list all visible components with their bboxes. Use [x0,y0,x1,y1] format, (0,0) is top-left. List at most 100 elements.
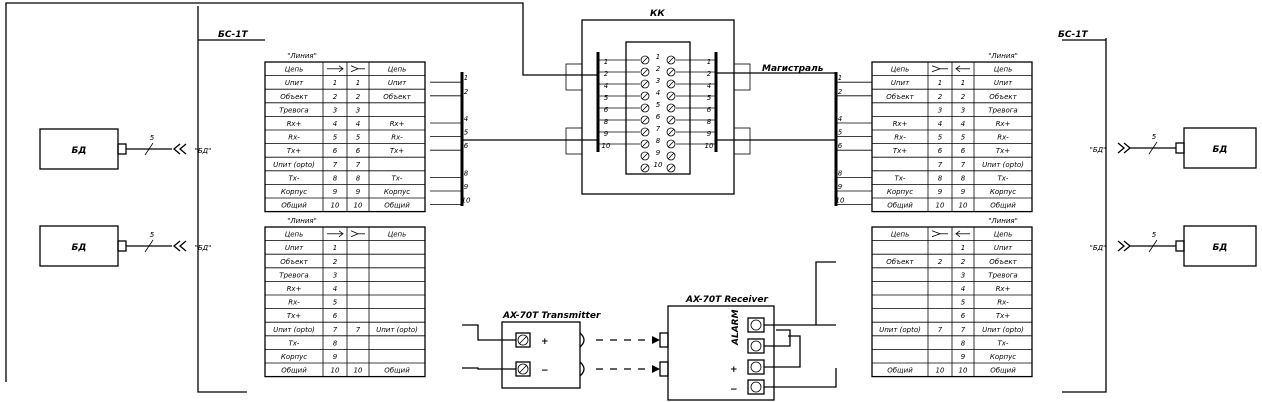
alarm-label: ALARM [731,309,741,346]
table-top-left-cell: Объект [383,93,411,101]
bus-label-left: 8 [464,169,469,177]
table-top-right-cell: Rx+ [996,120,1011,128]
table-top-right-cell: 8 [961,174,966,182]
kk-right-num: 4 [707,82,711,90]
table-top-left-cell: Общий [281,202,307,210]
kk-terminal-mark [641,56,649,64]
table-top-right-cell: 1 [938,79,942,87]
table-bottom-right-cell: Объект [989,258,1017,266]
table-top-right-cell: Общий [990,202,1016,210]
kk-terminal-icon [640,115,650,125]
table-bottom-left-cell: Корпус [281,353,307,361]
table-top-right-cell: Общий [887,202,913,210]
table-bottom-right-cell: 10 [936,367,945,375]
table-bottom-left-cell: 7 [333,326,338,334]
kk-terminal-icon [666,151,676,161]
bd-box-label: БД [1213,145,1228,155]
table-top-left-cell: Rx+ [390,120,405,128]
table-bottom-left-cell: 9 [333,353,338,361]
table-top-left-cell: Tx+ [287,147,301,155]
kk-left-num: 4 [604,82,608,90]
table-bottom-right-arrow-icon [955,230,961,238]
table-bottom-left-cell: 10 [354,367,363,375]
table-bottom-left-cell: Uпит (opto) [376,326,418,334]
rx-minus: − [730,385,738,395]
kk-terminal-mark [641,80,649,88]
kk-terminal-mark [641,140,649,148]
bd-cable-count: 5 [1152,133,1157,141]
kk-terminal-mark [641,128,649,136]
table-bottom-right-cell: Uпит [994,244,1013,252]
chevron-left-icon [178,143,187,155]
table-top-left-cell: Корпус [281,188,307,196]
bus-label-right: 2 [838,88,843,96]
kk-mid-num: 6 [656,113,661,121]
table-bottom-right-cell: Корпус [990,353,1016,361]
table-top-left-frame [264,61,426,213]
table-top-right-header-cell: Цепь [891,66,909,74]
kk-terminal-mark [667,104,675,112]
table-bottom-right-cell: 2 [961,258,966,266]
transmitter-title: AX-70T Transmitter [502,311,601,321]
kk-terminal-mark [641,164,649,172]
kk-terminal-icon [666,67,676,77]
kk-terminal-mark [641,104,649,112]
table-top-left-cell: Rx- [391,134,403,142]
kk-terminal-icon [640,55,650,65]
kk-terminal-icon [640,151,650,161]
table-bottom-left-liniya-label: "Линия" [287,217,317,225]
table-bottom-right-header-cell: Цепь [994,231,1012,239]
table-bottom-left-cell: Uпит (opto) [273,326,315,334]
bus-label-right: 4 [838,115,842,123]
table-top-left-cell: 6 [356,147,361,155]
table-top-right-liniya-label: "Линия" [988,52,1018,60]
table-top-left-cell: 2 [333,93,338,101]
table-top-left-cell: 6 [333,147,338,155]
table-top-right-cell: 4 [961,120,965,128]
table-top-left-cell: 4 [356,120,360,128]
table-top-right-cell: 8 [938,174,943,182]
bd-box-label: БД [72,146,87,156]
kk-title: КК [650,9,665,19]
table-top-right-cell: Rx+ [893,120,908,128]
bd-cable-mark [144,239,154,253]
table-top-left-cell: Общий [384,202,410,210]
table-top-right-cell: Объект [989,93,1017,101]
bd-plug-icon [117,143,127,155]
table-top-right-cell: Tx- [895,174,906,182]
ax70t-receiver: AX-70T Receiver ALARM + − [659,295,775,401]
chevron-right-icon [1123,142,1132,154]
bus-label-left: 6 [464,142,469,150]
table-top-right-cell: 5 [938,134,943,142]
table-top-left-cell: 2 [356,93,361,101]
bd-cable-count: 5 [1152,231,1157,239]
kk-mid-num: 8 [656,137,661,145]
kk-terminal-icon [666,55,676,65]
bus-label-left: 4 [464,115,468,123]
kk-terminal-icon [640,139,650,149]
table-bottom-left-cell: Uпит [285,244,304,252]
kk-mid-num: 1 [656,53,660,61]
table-top-right-cell: Корпус [887,188,913,196]
kk-mid-num: 5 [656,101,661,109]
table-bottom-right-cell: Tx- [998,339,1009,347]
table-top-right-cell: Rx- [997,134,1009,142]
bd-plug-icon [117,240,127,252]
table-bottom-left-frame [264,226,426,378]
table-top-left-cell: 8 [333,174,338,182]
table-top-left-cell: Uпит [285,79,304,87]
table-bottom-left-cell: Объект [280,258,308,266]
bd-port-label: "БД" [1090,146,1107,154]
table-top-right-header-cell: Цепь [994,66,1012,74]
ax70t-transmitter: AX-70T Transmitter + − [501,311,601,389]
table-bottom-left-cell: 2 [333,258,338,266]
bus-label-right: 1 [838,74,842,82]
table-bottom-right-cell: 7 [961,326,966,334]
kk-right-num: 5 [707,94,712,102]
table-top-left-cell: Uпит (opto) [273,161,315,169]
rx-wires [764,261,837,388]
table-top-left-cell: Tx- [392,174,403,182]
